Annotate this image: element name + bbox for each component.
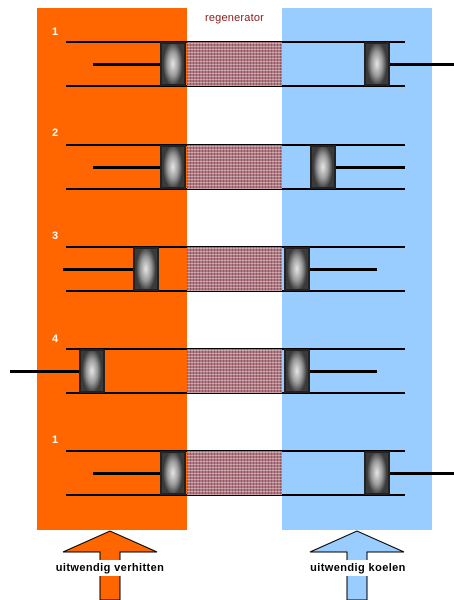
- hot-piston-rod: [93, 63, 160, 66]
- hot-piston: [133, 247, 159, 291]
- cold-piston-rod: [336, 166, 405, 169]
- cold-piston: [284, 247, 310, 291]
- step-number: 3: [52, 230, 59, 242]
- heat-in-label: uitwendig verhitten: [20, 560, 200, 576]
- hot-piston: [160, 42, 186, 86]
- step-number: 1: [52, 26, 59, 38]
- step-number: 1: [52, 434, 59, 446]
- cylinder-wall-bottom: [66, 392, 405, 394]
- regenerator-block: [187, 451, 282, 495]
- cylinder-wall-bottom: [66, 188, 405, 190]
- cold-piston-rod: [390, 472, 454, 475]
- cold-piston-rod: [310, 268, 377, 271]
- regenerator-block: [187, 247, 282, 291]
- step-number: 2: [52, 127, 59, 139]
- hot-piston-rod: [63, 268, 133, 271]
- cold-piston: [364, 451, 390, 495]
- step-number: 4: [52, 333, 59, 345]
- hot-piston: [79, 349, 105, 393]
- cylinder-wall-bottom: [66, 494, 405, 496]
- hot-piston-rod: [93, 472, 160, 475]
- cold-piston: [310, 145, 336, 189]
- regenerator-label: regenerator: [204, 12, 265, 24]
- cold-piston-rod: [310, 370, 377, 373]
- hot-piston: [160, 451, 186, 495]
- cylinder-wall-bottom: [66, 85, 405, 87]
- hot-piston-rod: [10, 370, 79, 373]
- regenerator-block: [187, 145, 282, 189]
- cool-out-label: uitwendig koelen: [283, 560, 433, 576]
- hot-piston: [160, 145, 186, 189]
- cold-piston: [284, 349, 310, 393]
- hot-piston-rod: [93, 166, 160, 169]
- cylinder-wall-bottom: [66, 290, 405, 292]
- regenerator-block: [187, 349, 282, 393]
- regenerator-block: [187, 42, 282, 86]
- cold-piston: [364, 42, 390, 86]
- cold-piston-rod: [390, 63, 454, 66]
